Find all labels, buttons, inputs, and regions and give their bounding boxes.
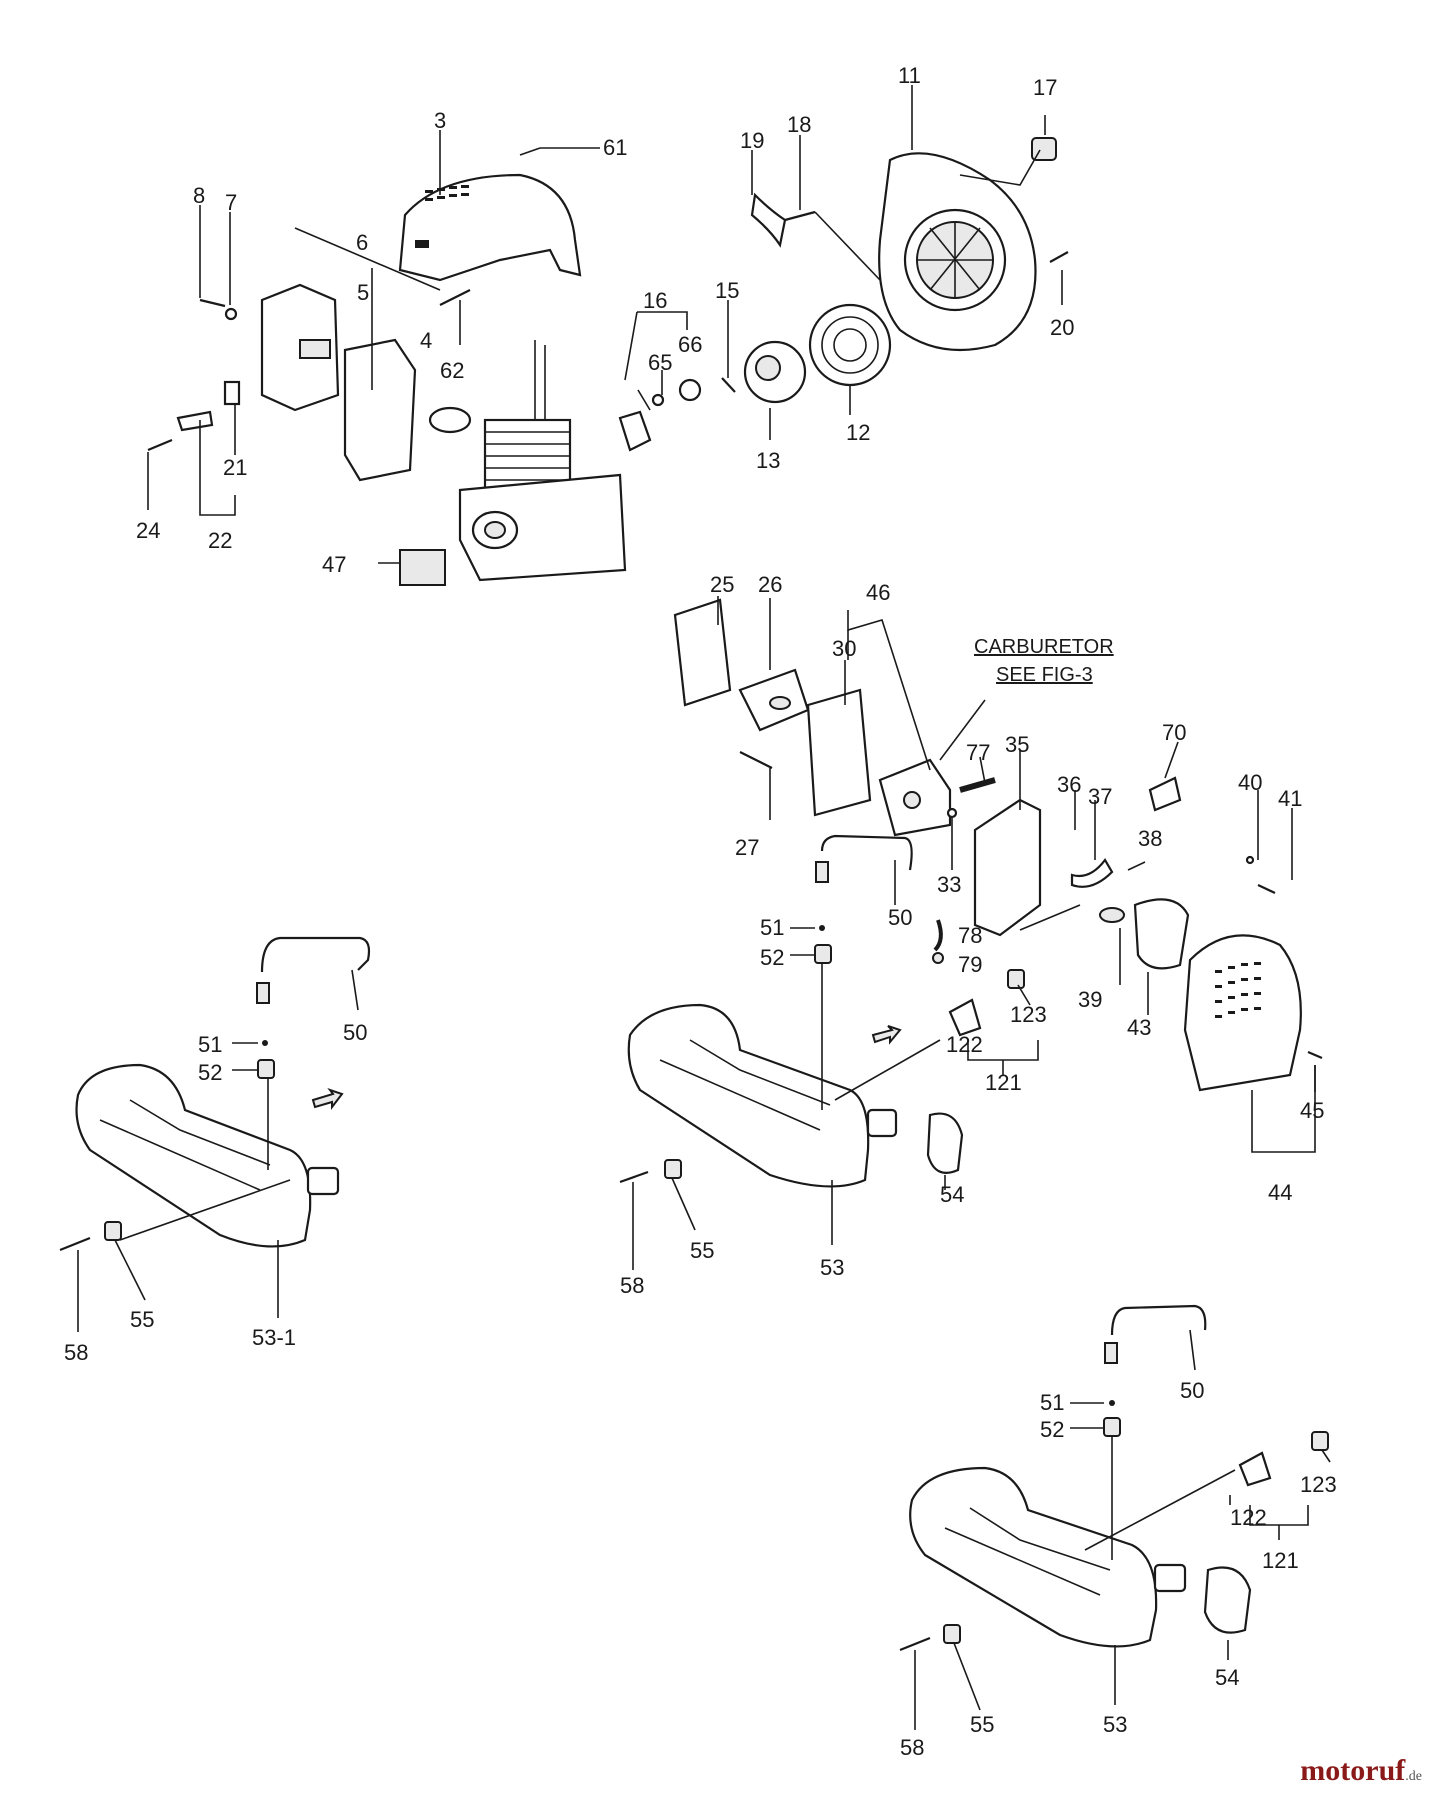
callout-122-lower: 122 <box>1230 1505 1267 1530</box>
callout-46: 46 <box>866 580 890 605</box>
callout-19: 19 <box>740 128 764 153</box>
callout-54-lower: 54 <box>1215 1665 1239 1690</box>
callout-123-mid: 123 <box>1010 1002 1047 1027</box>
fuel-tank-53-1-part <box>75 1063 312 1248</box>
callout-121-mid: 121 <box>985 1070 1022 1095</box>
callout-30: 30 <box>832 636 856 661</box>
carburetor-note-line1: CARBURETOR <box>974 636 1114 658</box>
callout-54-mid: 54 <box>940 1182 964 1207</box>
gasket-ring-part <box>428 406 472 434</box>
callout-55-lower: 55 <box>970 1712 994 1737</box>
callout-52-mid: 52 <box>760 945 784 970</box>
fuel-tank-lower-part <box>909 1466 1158 1648</box>
carburetor-leaders <box>717 596 1316 1153</box>
heat-shield-part <box>343 338 417 482</box>
callout-53-mid: 53 <box>820 1255 844 1280</box>
fuel-tank-lower-group <box>899 1304 1329 1652</box>
callout-4: 4 <box>420 328 432 353</box>
callout-51-left: 51 <box>198 1032 222 1057</box>
watermark-tld: .de <box>1405 1769 1422 1784</box>
callout-25: 25 <box>710 572 734 597</box>
callout-50-lower: 50 <box>1180 1378 1204 1403</box>
callout-47: 47 <box>322 552 346 577</box>
callout-21: 21 <box>223 455 247 480</box>
callout-51-lower: 51 <box>1040 1390 1064 1415</box>
fuel-tank-53-part <box>627 1003 870 1188</box>
callout-123-lower: 123 <box>1300 1472 1337 1497</box>
callout-3: 3 <box>434 108 446 133</box>
callout-11: 11 <box>898 63 921 88</box>
callout-52-lower: 52 <box>1040 1417 1064 1442</box>
carburetor-note-line2: SEE FIG-3 <box>996 664 1093 686</box>
callout-62: 62 <box>440 358 464 383</box>
callout-5: 5 <box>357 280 369 305</box>
callout-66: 66 <box>678 332 702 357</box>
callout-55-mid: 55 <box>690 1238 714 1263</box>
callout-40: 40 <box>1238 770 1262 795</box>
callout-121-lower: 121 <box>1262 1548 1299 1573</box>
carburetor-group <box>673 598 1323 1092</box>
callout-labels: 3 61 8 7 6 5 4 62 21 22 24 47 11 17 19 1… <box>64 63 1337 1760</box>
callout-65: 65 <box>648 350 672 375</box>
callout-77: 77 <box>966 740 990 765</box>
callout-16: 16 <box>643 288 667 313</box>
starter-group <box>618 137 1069 452</box>
callout-78: 78 <box>958 923 982 948</box>
fuel-tank-lower-leaders <box>914 1329 1331 1730</box>
watermark-logo: motoruf.de <box>1300 1754 1422 1788</box>
callout-70: 70 <box>1162 720 1186 745</box>
callout-36: 36 <box>1057 772 1081 797</box>
callout-20: 20 <box>1050 315 1074 340</box>
fuel-tank-53-1-group <box>59 936 371 1252</box>
callout-18: 18 <box>787 112 811 137</box>
callout-33: 33 <box>937 872 961 897</box>
starter-leaders <box>624 85 1063 440</box>
fuel-tank-53-group <box>619 834 1025 1188</box>
callout-52-left: 52 <box>198 1060 222 1085</box>
cylinder-crankcase-part <box>458 340 627 582</box>
callout-44: 44 <box>1268 1180 1292 1205</box>
callout-45: 45 <box>1300 1098 1324 1123</box>
callout-6: 6 <box>356 230 368 255</box>
callout-26: 26 <box>758 572 782 597</box>
callout-27: 27 <box>735 835 759 860</box>
callout-41: 41 <box>1278 786 1302 811</box>
callout-122-mid: 122 <box>946 1032 983 1057</box>
callout-12: 12 <box>846 420 870 445</box>
callout-39: 39 <box>1078 987 1102 1012</box>
callout-22: 22 <box>208 528 232 553</box>
callout-38: 38 <box>1138 826 1162 851</box>
fuel-tank-53-1-leaders <box>77 969 359 1332</box>
callout-51-mid: 51 <box>760 915 784 940</box>
callout-50-left: 50 <box>343 1020 367 1045</box>
callout-61: 61 <box>603 135 627 160</box>
callout-53-1: 53-1 <box>252 1325 296 1350</box>
callout-58-left: 58 <box>64 1340 88 1365</box>
callout-58-lower: 58 <box>900 1735 924 1760</box>
callout-24: 24 <box>136 518 160 543</box>
callout-50-mid: 50 <box>888 905 912 930</box>
callout-43: 43 <box>1127 1015 1151 1040</box>
callout-17: 17 <box>1033 75 1057 100</box>
fuel-tank-53-leaders <box>632 860 1039 1270</box>
callout-8: 8 <box>193 183 205 208</box>
callout-7: 7 <box>225 190 237 215</box>
callout-79: 79 <box>958 952 982 977</box>
callout-58-mid: 58 <box>620 1273 644 1298</box>
callout-35: 35 <box>1005 732 1029 757</box>
callout-55-left: 55 <box>130 1307 154 1332</box>
callout-37: 37 <box>1088 784 1112 809</box>
engine-group <box>147 173 627 586</box>
callout-13: 13 <box>756 448 780 473</box>
watermark-brand: motoruf <box>1300 1754 1406 1787</box>
engine-leaders <box>147 130 600 564</box>
callout-53-lower: 53 <box>1103 1712 1127 1737</box>
callout-15: 15 <box>715 278 739 303</box>
